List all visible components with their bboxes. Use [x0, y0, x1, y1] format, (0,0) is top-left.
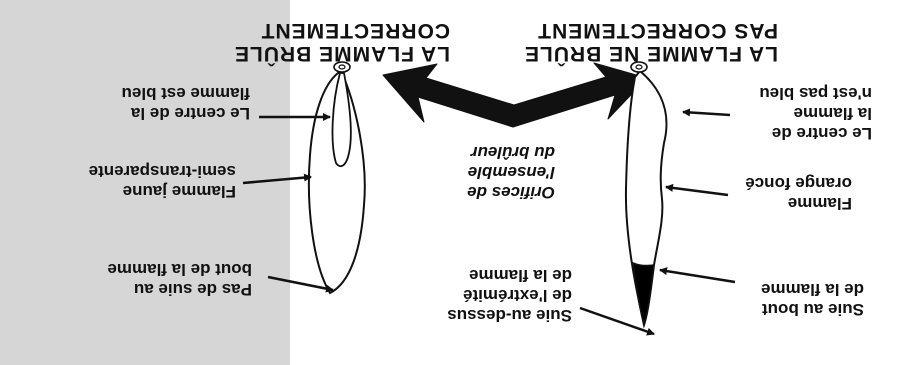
right-title: LA FLAMME BRÛLE CORRECTEMENT [233, 19, 450, 65]
right-label-center-blue: Le centre de la flamme est bleu [121, 84, 251, 123]
flame-soot-tip [632, 261, 655, 328]
right-label-no-soot: Pas de suie au bout de la flamme [107, 260, 252, 299]
right-label-yellow-flame: Flamme jaune semi-transparente [88, 162, 236, 201]
arrow-left-color [665, 183, 729, 197]
left-label-dark-orange-flame: Flamme orange foncé [745, 174, 852, 213]
correct-flame-inner-cone [331, 72, 352, 168]
arrow-left-center [682, 108, 731, 117]
orifice-left [630, 61, 648, 73]
arrow-right-no-soot [267, 275, 334, 293]
arrow-soot-above [579, 306, 655, 336]
burner-orifices-arrow [382, 62, 648, 128]
arrow-left-soot [659, 267, 736, 284]
label-soot-above-tip: Suie au-dessus de l'extrémité de la flam… [447, 266, 572, 325]
arrow-right-color [242, 173, 312, 185]
left-label-soot-tip: Suie au bout de la flamme [761, 280, 864, 319]
label-burner-orifices: Orifices de l'ensemble du brûleur [467, 143, 555, 202]
left-label-center-not-blue: Le centre de la flamme n'est pas bleu [759, 84, 872, 143]
left-title: LA FLAMME NE BRÛLE PAS CORRECTEMENT [523, 19, 778, 65]
orifice-right [333, 61, 351, 73]
